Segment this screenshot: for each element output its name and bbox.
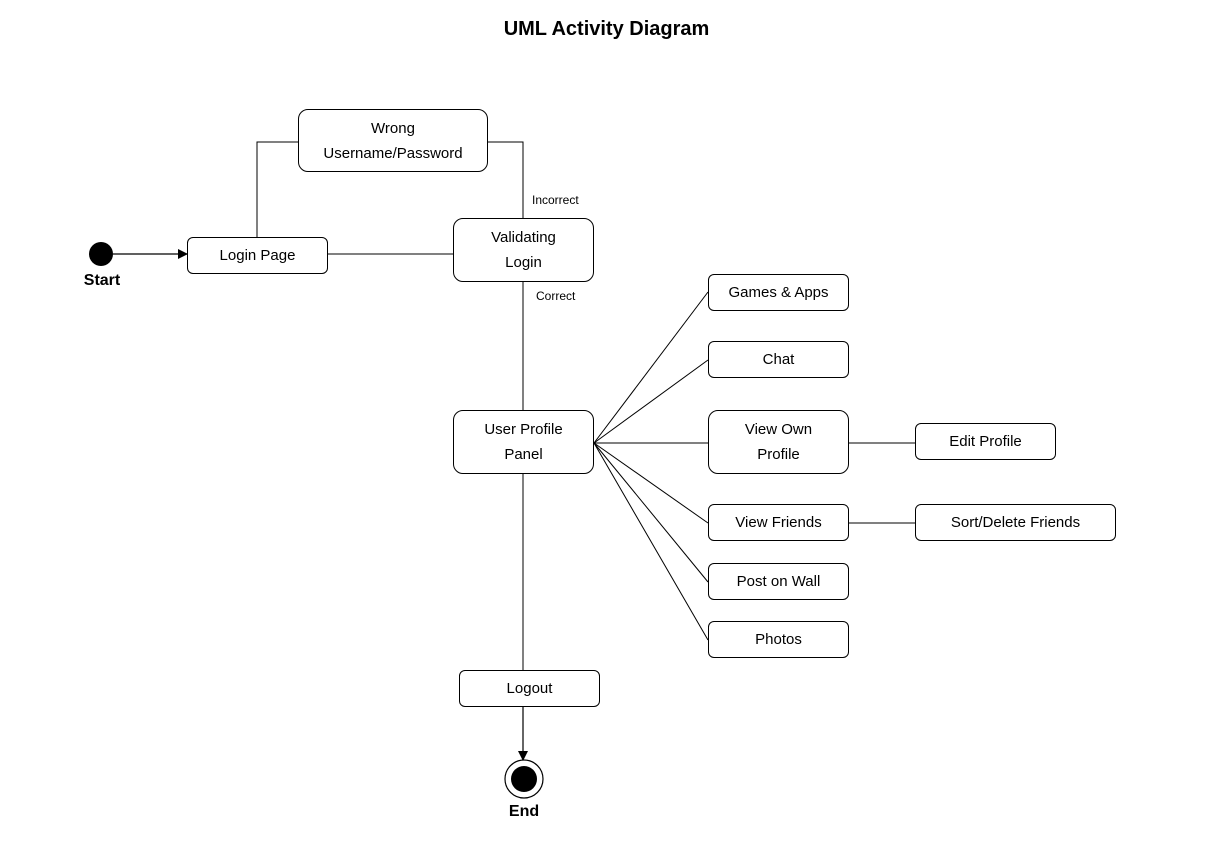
node-view-friends: View Friends — [708, 504, 849, 541]
edge-profile-to-view-friends — [593, 442, 709, 524]
node-user-profile-panel-line1: User Profile — [484, 421, 563, 438]
node-games-apps-label: Games & Apps — [728, 284, 829, 301]
end-label: End — [508, 803, 540, 820]
node-view-own-profile: View Own Profile — [708, 410, 849, 474]
edge-profile-to-chat — [593, 359, 709, 444]
node-photos: Photos — [708, 621, 849, 658]
node-sort-delete-friends-label: Sort/Delete Friends — [950, 514, 1081, 531]
edge-profile-to-post — [593, 442, 709, 583]
node-validating-login-line2: Login — [505, 254, 542, 271]
node-sort-delete-friends: Sort/Delete Friends — [915, 504, 1116, 541]
node-post-on-wall: Post on Wall — [708, 563, 849, 600]
node-photos-label: Photos — [755, 631, 802, 648]
node-edit-profile-label: Edit Profile — [949, 433, 1022, 450]
node-logout-label: Logout — [506, 680, 553, 697]
node-logout: Logout — [459, 670, 600, 707]
edge-login-to-wrong — [256, 141, 298, 237]
node-edit-profile: Edit Profile — [915, 423, 1056, 460]
node-user-profile-panel: User Profile Panel — [453, 410, 594, 474]
start-node — [89, 242, 113, 266]
node-wrong-credentials-line2: Username/Password — [323, 144, 463, 162]
node-wrong-credentials-line1: Wrong — [371, 119, 415, 137]
edge-wrong-to-validating — [488, 141, 524, 218]
node-view-own-profile-line2: Profile — [757, 446, 800, 463]
node-view-own-profile-line1: View Own — [744, 421, 813, 438]
node-chat: Chat — [708, 341, 849, 378]
guard-correct: Correct — [536, 289, 576, 303]
node-games-apps: Games & Apps — [708, 274, 849, 311]
diagram-title: UML Activity Diagram — [503, 18, 710, 40]
node-chat-label: Chat — [762, 351, 795, 368]
start-label: Start — [83, 272, 121, 289]
node-user-profile-panel-line2: Panel — [504, 446, 543, 463]
end-node-core — [511, 766, 537, 792]
node-wrong-credentials: Wrong Username/Password — [298, 109, 488, 172]
node-post-on-wall-label: Post on Wall — [736, 573, 821, 590]
node-validating-login-line1: Validating — [491, 229, 556, 246]
edge-profile-to-games — [593, 291, 709, 444]
node-login-page-label: Login Page — [219, 247, 296, 264]
node-view-friends-label: View Friends — [735, 514, 822, 531]
node-validating-login: Validating Login — [453, 218, 594, 282]
guard-incorrect: Incorrect — [532, 193, 579, 207]
node-login-page: Login Page — [187, 237, 328, 274]
edge-profile-to-photos — [593, 442, 709, 641]
